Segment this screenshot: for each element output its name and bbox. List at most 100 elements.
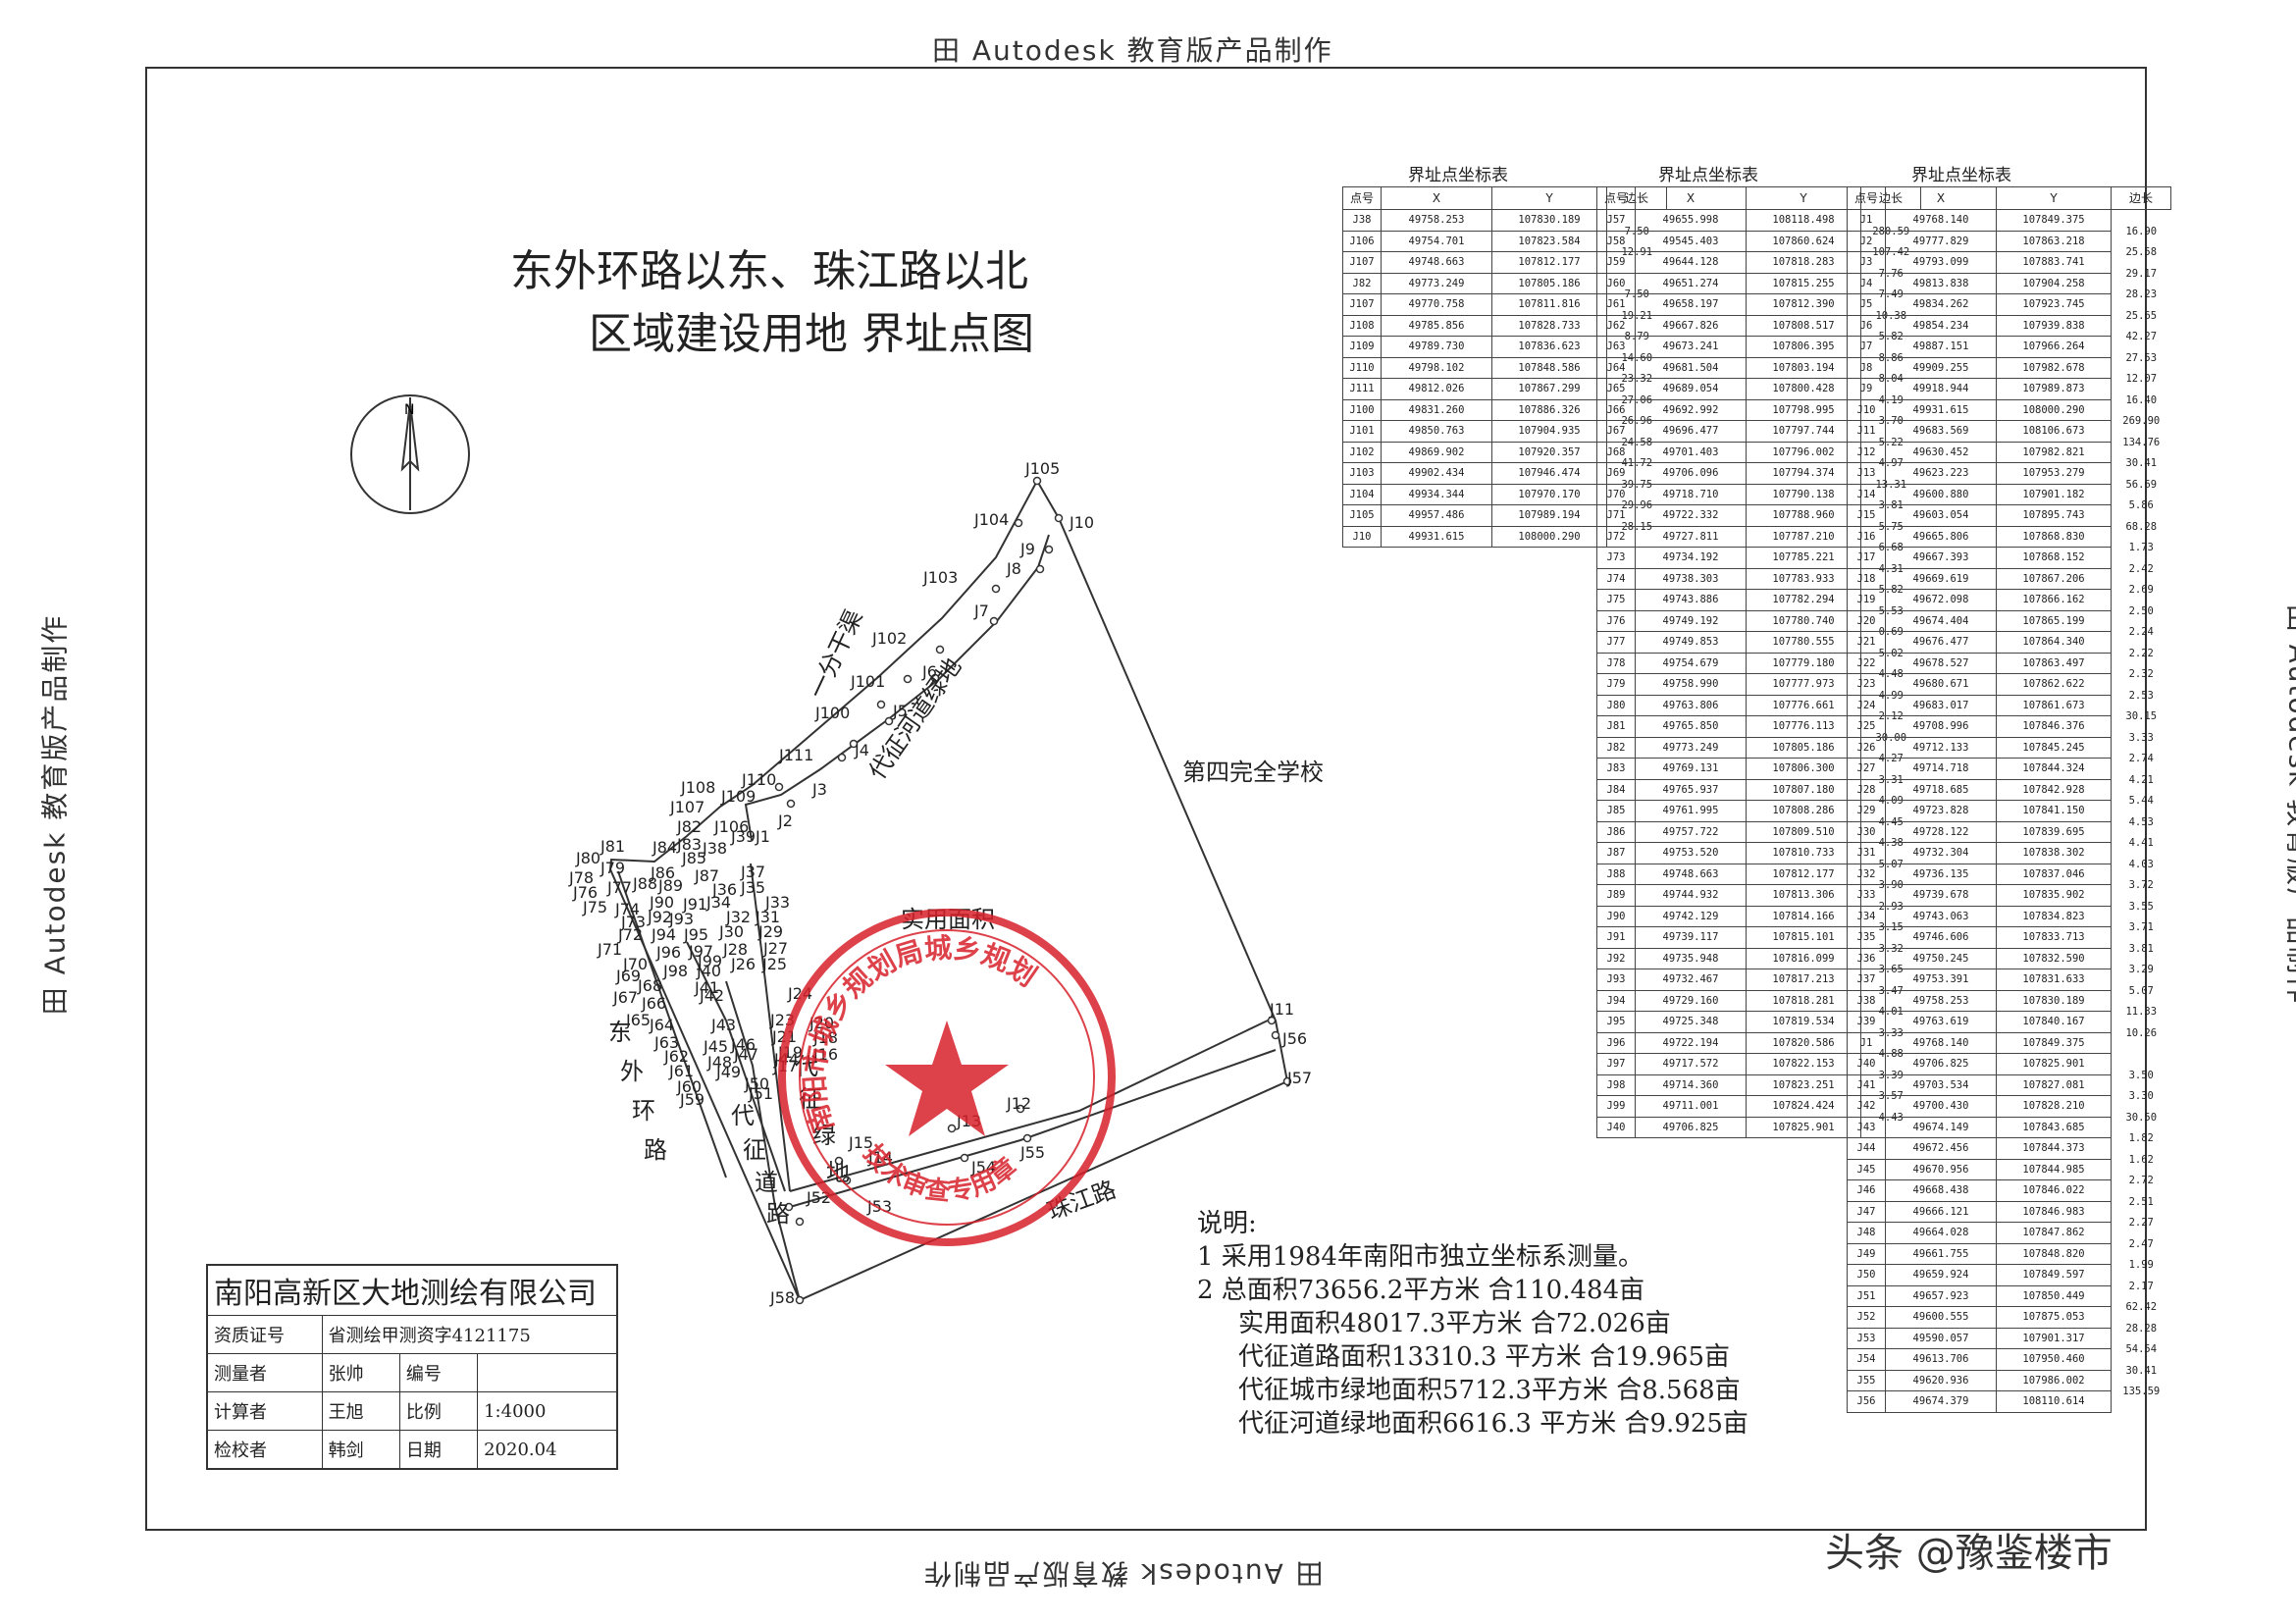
cell-dist: 1.62 xyxy=(2128,1153,2154,1166)
cell-dist: 10.26 xyxy=(2125,1026,2158,1039)
svg-text:J56: J56 xyxy=(1281,1029,1307,1048)
cell-dist: 4.53 xyxy=(2128,815,2154,828)
cell-x: 49683.017 xyxy=(1885,694,1997,716)
cell-y: 107806.300 xyxy=(1746,758,1861,780)
header-x: X xyxy=(1381,186,1492,210)
cell-dist: 30.15 xyxy=(2125,710,2158,722)
cell-x: 49749.192 xyxy=(1635,609,1747,632)
cell-x: 49651.274 xyxy=(1635,272,1747,294)
cell-y: 107839.695 xyxy=(1996,820,2112,843)
road-proxy-char: 代 xyxy=(731,1102,755,1129)
cell-dist: 28.28 xyxy=(2125,1322,2158,1335)
cell-pt: J61 xyxy=(1596,293,1636,316)
cell-pt: J36 xyxy=(1847,947,1886,969)
cell-y: 107776.113 xyxy=(1746,715,1861,738)
cell-x: 49758.253 xyxy=(1885,989,1997,1012)
cell-pt: J48 xyxy=(1847,1222,1886,1244)
cell-pt: J98 xyxy=(1596,1073,1636,1096)
cell-pt: J22 xyxy=(1847,652,1886,674)
cell-pt: J62 xyxy=(1596,314,1636,337)
note-line: 代征河道绿地面积6616.3 平方米 合9.925亩 xyxy=(1238,1409,1748,1439)
cell-x: 49725.348 xyxy=(1635,1011,1747,1033)
table1-title: 界址点坐标表 xyxy=(1408,166,1508,185)
cell-pt: J49 xyxy=(1847,1242,1886,1265)
cell-y: 107803.194 xyxy=(1746,356,1861,379)
cell-x: 49683.569 xyxy=(1885,420,1997,443)
cell-x: 49673.241 xyxy=(1635,336,1747,358)
svg-text:J111: J111 xyxy=(778,746,813,764)
svg-text:J40: J40 xyxy=(696,962,721,980)
cell-x: 49743.063 xyxy=(1885,905,1997,927)
cell-pt: J3 xyxy=(1847,251,1886,274)
svg-text:J7: J7 xyxy=(973,602,989,620)
cell-x: 49722.194 xyxy=(1635,1031,1747,1054)
cell-y: 107860.624 xyxy=(1746,230,1861,252)
cell-y: 107946.474 xyxy=(1491,462,1607,485)
cell-x: 49600.555 xyxy=(1885,1306,1997,1329)
svg-text:J27: J27 xyxy=(762,939,788,958)
cell-pt: J31 xyxy=(1847,842,1886,864)
cell-x: 49934.344 xyxy=(1381,483,1492,505)
cell-y: 107850.449 xyxy=(1996,1284,2112,1307)
cell-x: 49738.303 xyxy=(1635,567,1747,590)
svg-text:J31: J31 xyxy=(755,908,780,926)
cell-pt: J89 xyxy=(1596,884,1636,907)
cell-x: 49765.850 xyxy=(1635,715,1747,738)
svg-text:J108: J108 xyxy=(680,778,715,797)
svg-text:J100: J100 xyxy=(814,704,850,722)
scale-label: 比例 xyxy=(398,1391,479,1431)
cell-y: 107812.177 xyxy=(1491,251,1607,274)
cell-y: 107831.633 xyxy=(1996,969,2112,991)
cell-dist: 2.32 xyxy=(2128,668,2154,680)
cell-y: 107812.390 xyxy=(1746,293,1861,316)
cell-y: 107867.299 xyxy=(1491,378,1607,400)
header-y: Y xyxy=(1746,186,1861,210)
cell-x: 49769.131 xyxy=(1635,758,1747,780)
svg-text:J43: J43 xyxy=(710,1016,736,1034)
cell-x: 49680.671 xyxy=(1885,673,1997,696)
cell-x: 49674.379 xyxy=(1885,1390,1997,1413)
cell-pt: J102 xyxy=(1342,441,1382,463)
cell-x: 49957.486 xyxy=(1381,504,1492,527)
cell-y: 107833.713 xyxy=(1996,926,2112,949)
cell-pt: J10 xyxy=(1847,398,1886,421)
cell-pt: J18 xyxy=(1847,567,1886,590)
road-east-char: 外 xyxy=(620,1058,644,1085)
page-title: 东外环路以东、珠江路以北 区域建设用地 界址点图 xyxy=(510,240,1034,366)
calc-value: 王旭 xyxy=(321,1391,400,1431)
cell-pt: J42 xyxy=(1847,1095,1886,1118)
cell-dist: 30.41 xyxy=(2125,1364,2158,1377)
cell-x: 49678.527 xyxy=(1885,652,1997,674)
cell-x: 49667.393 xyxy=(1885,547,1997,569)
svg-text:J78: J78 xyxy=(568,868,594,887)
cell-x: 49623.223 xyxy=(1885,462,1997,485)
cell-x: 49750.245 xyxy=(1885,947,1997,969)
cell-y: 107818.281 xyxy=(1746,989,1861,1012)
cell-dist: 30.50 xyxy=(2125,1111,2158,1124)
cell-pt: J41 xyxy=(1847,1073,1886,1096)
cell-x: 49746.606 xyxy=(1885,926,1997,949)
svg-text:J16: J16 xyxy=(812,1045,838,1064)
cell-pt: J26 xyxy=(1847,736,1886,759)
cell-x: 49773.249 xyxy=(1635,736,1747,759)
cell-x: 49696.477 xyxy=(1635,420,1747,443)
cell-dist: 4.21 xyxy=(2128,773,2154,786)
notes: 说明: 1 采用1984年南阳市独立坐标系测量。 2 总面积73656.2平方米… xyxy=(1197,1207,1748,1440)
cell-x: 49734.192 xyxy=(1635,547,1747,569)
svg-text:J11: J11 xyxy=(1269,1000,1294,1019)
cell-pt: J57 xyxy=(1596,209,1636,232)
cell-y: 107812.177 xyxy=(1746,863,1861,885)
cell-y: 107815.101 xyxy=(1746,926,1861,949)
